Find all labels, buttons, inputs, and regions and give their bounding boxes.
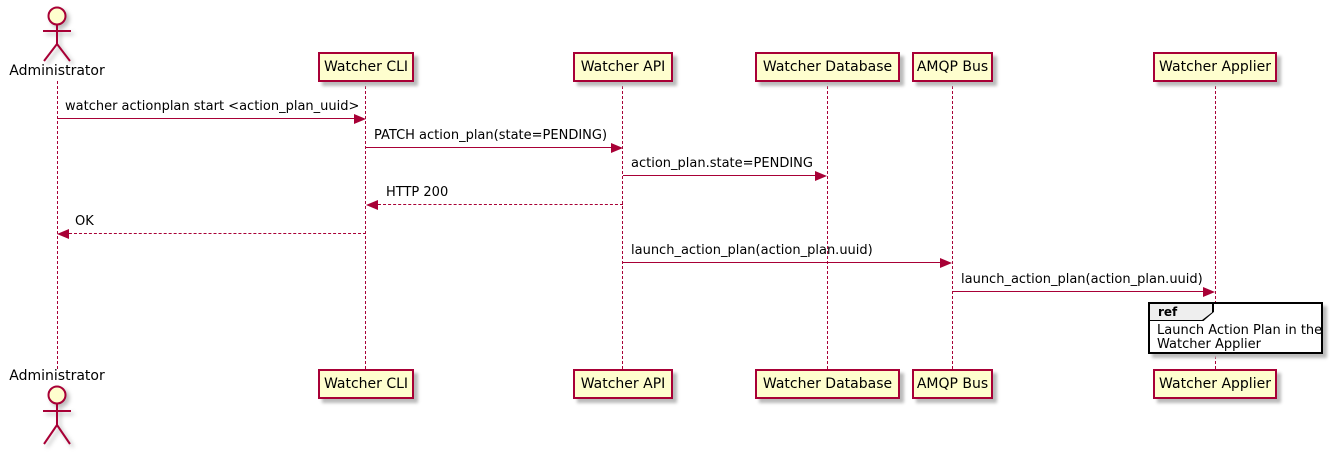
- participant-watcher-cli-bottom: Watcher CLI: [318, 369, 414, 399]
- lifeline-watcher-api: [622, 81, 623, 369]
- lifeline-administrator: [57, 81, 58, 369]
- message-arrow: [366, 147, 611, 148]
- actor-label-top: Administrator: [9, 63, 105, 79]
- ref-tab: ref: [1150, 304, 1212, 320]
- lifeline-watcher-cli: [365, 81, 366, 369]
- participant-watcher-cli-top: Watcher CLI: [318, 52, 414, 82]
- message-label: launch_action_plan(action_plan.uuid): [961, 272, 1203, 287]
- participant-amqp-bus-bottom: AMQP Bus: [912, 369, 993, 399]
- participant-watcher-applier-top: Watcher Applier: [1153, 52, 1277, 82]
- lifeline-amqp-bus: [952, 81, 953, 369]
- arrowhead-right-icon: [940, 258, 952, 268]
- message-arrow: [623, 262, 940, 263]
- participant-watcher-database-bottom: Watcher Database: [755, 369, 900, 399]
- message-label: launch_action_plan(action_plan.uuid): [631, 243, 873, 258]
- arrowhead-right-icon: [611, 143, 623, 153]
- participant-watcher-api-top: Watcher API: [573, 52, 673, 82]
- lifeline-watcher-database: [827, 81, 828, 369]
- actor-icon: [43, 385, 71, 445]
- ref-fragment: ref Launch Action Plan in the Watcher Ap…: [1148, 302, 1323, 354]
- participant-watcher-applier-bottom: Watcher Applier: [1153, 369, 1277, 399]
- actor-label-bottom: Administrator: [9, 368, 105, 384]
- actor-icon: [43, 6, 71, 62]
- arrowhead-right-icon: [1203, 287, 1215, 297]
- message-arrow: [623, 175, 815, 176]
- message-arrow: [378, 204, 623, 205]
- message-label: OK: [75, 214, 94, 229]
- arrowhead-right-icon: [354, 114, 366, 124]
- arrowhead-left-icon: [366, 200, 378, 210]
- ref-text-line: Launch Action Plan in the: [1157, 323, 1323, 338]
- participant-amqp-bus-top: AMQP Bus: [912, 52, 993, 82]
- arrowhead-right-icon: [815, 171, 827, 181]
- message-label: PATCH action_plan(state=PENDING): [374, 128, 608, 143]
- participant-watcher-database-top: Watcher Database: [755, 52, 900, 82]
- message-arrow: [69, 233, 366, 234]
- ref-text-line: Watcher Applier: [1157, 337, 1261, 352]
- participant-watcher-api-bottom: Watcher API: [573, 369, 673, 399]
- message-label: watcher actionplan start <action_plan_uu…: [65, 99, 360, 114]
- lifeline-watcher-applier: [1215, 81, 1216, 369]
- arrowhead-left-icon: [57, 229, 69, 239]
- message-arrow: [57, 118, 354, 119]
- message-arrow: [953, 291, 1203, 292]
- message-label: HTTP 200: [386, 185, 449, 200]
- message-label: action_plan.state=PENDING: [631, 156, 813, 171]
